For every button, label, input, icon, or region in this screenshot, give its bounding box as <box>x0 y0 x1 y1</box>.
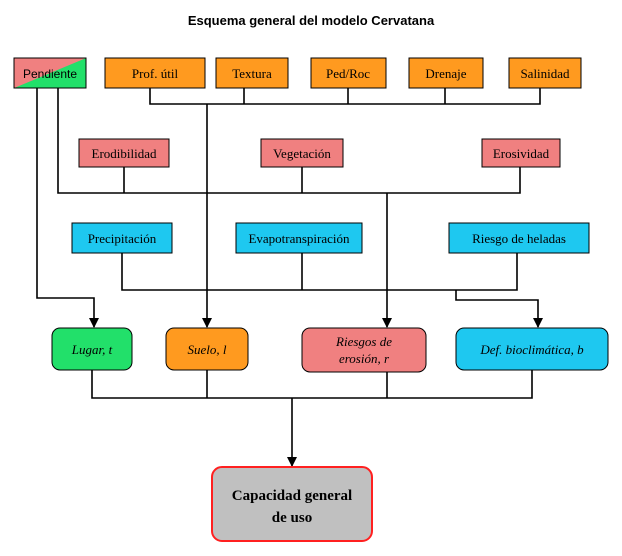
svg-text:Drenaje: Drenaje <box>425 66 466 81</box>
node-precipitacion: Precipitación <box>71 222 173 254</box>
capacidad-box <box>212 467 372 541</box>
svg-text:Prof. útil: Prof. útil <box>132 66 179 81</box>
edge-erosion-bus <box>57 88 521 194</box>
svg-text:Riesgo de heladas: Riesgo de heladas <box>472 231 566 246</box>
svg-text:Suelo, l: Suelo, l <box>188 342 227 357</box>
node-riesgos-erosion: Riesgos de erosión, r <box>301 327 427 373</box>
node-suelo: Suelo, l <box>165 327 249 371</box>
svg-text:Textura: Textura <box>232 66 272 81</box>
svg-text:Evapotranspiración: Evapotranspiración <box>248 231 350 246</box>
node-lugar: Lugar, t <box>51 327 133 371</box>
node-erosividad: Erosividad <box>481 138 561 168</box>
node-def-bioclimatica: Def. bioclimática, b <box>455 327 609 371</box>
svg-text:Salinidad: Salinidad <box>520 66 570 81</box>
svg-text:Vegetación: Vegetación <box>273 146 331 161</box>
capacidad-border <box>211 466 373 542</box>
svg-text:Riesgos de: Riesgos de <box>335 334 392 349</box>
edge-soil-bus <box>149 88 541 105</box>
svg-text:de uso: de uso <box>272 510 312 526</box>
node-vegetacion: Vegetación <box>260 138 344 168</box>
node-capacidad-general: Capacidad general de uso <box>211 466 373 542</box>
node-box <box>104 57 206 89</box>
node-ped-roc: Ped/Roc <box>310 57 387 89</box>
svg-text:Pendiente: Pendiente <box>23 67 77 81</box>
svg-text:Precipitación: Precipitación <box>88 231 157 246</box>
diagram-title: Esquema general del modelo Cervatana <box>188 13 435 28</box>
svg-text:Erosividad: Erosividad <box>493 146 550 161</box>
node-textura: Textura <box>215 57 289 89</box>
edge-pendiente-lugar <box>36 88 99 328</box>
edge-climate-to-def <box>455 290 543 328</box>
edge-outputs-bus <box>91 370 533 399</box>
node-erodibilidad: Erodibilidad <box>78 138 170 168</box>
node-prof-util: Prof. útil <box>104 57 206 89</box>
node-evapotranspiracion: Evapotranspiración <box>235 222 363 254</box>
svg-text:Lugar, t: Lugar, t <box>71 342 113 357</box>
node-salinidad: Salinidad <box>508 57 582 89</box>
node-riesgo-heladas: Riesgo de heladas <box>448 222 590 254</box>
svg-text:Capacidad general: Capacidad general <box>232 488 352 504</box>
svg-text:Ped/Roc: Ped/Roc <box>326 66 370 81</box>
node-pendiente: Pendiente <box>13 57 87 89</box>
edge-climate-bus <box>121 253 518 291</box>
svg-text:erosión, r: erosión, r <box>339 351 390 366</box>
node-drenaje: Drenaje <box>408 57 484 89</box>
svg-text:Def. bioclimática, b: Def. bioclimática, b <box>479 342 584 357</box>
svg-text:Erodibilidad: Erodibilidad <box>92 146 157 161</box>
edges <box>36 88 543 467</box>
